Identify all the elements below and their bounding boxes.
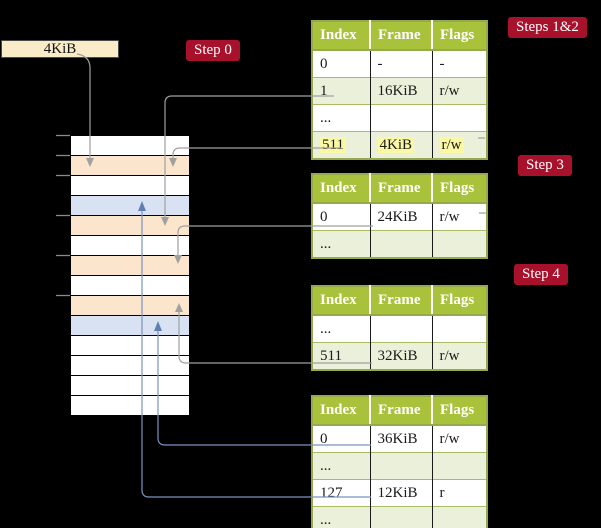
badge-steps-1-2: Steps 1&2 xyxy=(508,17,587,38)
memory-frame-row xyxy=(71,335,189,355)
table-cell: 12KiB xyxy=(369,479,432,507)
table-cell xyxy=(431,104,487,132)
table-cell: r/w xyxy=(431,77,487,105)
table-cell: r/w xyxy=(431,424,487,453)
column-header: Frame xyxy=(369,396,432,426)
table-cell: ... xyxy=(312,452,370,480)
badge-step-3: Step 3 xyxy=(518,155,572,176)
table-cell: 511 xyxy=(312,342,370,370)
table-cell: 0 xyxy=(312,424,370,453)
column-header: Frame xyxy=(369,174,432,204)
memory-frame-row xyxy=(71,175,189,195)
column-header: Flags xyxy=(431,21,487,51)
physical-memory-column xyxy=(70,135,190,416)
table-cell xyxy=(369,230,432,258)
column-header: Flags xyxy=(431,174,487,204)
table-cell: 0 xyxy=(312,202,370,231)
table-row: ... xyxy=(312,506,487,528)
table-cell: r/w xyxy=(431,131,487,159)
table-row: ... xyxy=(312,452,487,480)
table-cell: ... xyxy=(312,230,370,258)
column-header: Index xyxy=(312,174,370,204)
memory-frame-row xyxy=(71,215,189,235)
arrow-pte1-to-16kib xyxy=(164,95,334,217)
table-cell xyxy=(369,452,432,480)
table-cell: 511 xyxy=(312,131,370,159)
frame-4kib-box: 4KiB xyxy=(1,40,119,58)
column-header: Frame xyxy=(369,21,432,51)
table-cell: 4KiB xyxy=(369,131,432,159)
table-cell: 32KiB xyxy=(369,342,432,370)
table-cell: r xyxy=(431,479,487,507)
table-row: ... xyxy=(312,314,487,343)
memory-frame-row xyxy=(71,295,189,315)
highlighted-value: r/w xyxy=(439,136,464,153)
memory-frame-row xyxy=(71,155,189,175)
memory-frame-row xyxy=(71,275,189,295)
column-header: Index xyxy=(312,286,370,316)
table-cell: r/w xyxy=(431,202,487,231)
table-cell: 24KiB xyxy=(369,202,432,231)
table-cell: r/w xyxy=(431,342,487,370)
table-cell: ... xyxy=(312,314,370,343)
memory-frame-row xyxy=(71,355,189,375)
table-row: ... xyxy=(312,230,487,258)
memory-frame-row xyxy=(71,235,189,255)
table-cell xyxy=(431,506,487,528)
column-header: Flags xyxy=(431,286,487,316)
table-cell xyxy=(431,452,487,480)
table-cell xyxy=(369,104,432,132)
table-cell: - xyxy=(431,49,487,78)
column-header: Frame xyxy=(369,286,432,316)
table-cell: ... xyxy=(312,104,370,132)
badge-step-4: Step 4 xyxy=(514,264,568,285)
column-header: Flags xyxy=(431,396,487,426)
table-cell: 0 xyxy=(312,49,370,78)
table-cell xyxy=(369,314,432,343)
table-cell xyxy=(431,314,487,343)
memory-frame-row xyxy=(71,315,189,335)
memory-frame-row xyxy=(71,195,189,215)
highlighted-value: 4KiB xyxy=(377,136,415,153)
table-cell: 16KiB xyxy=(369,77,432,105)
table-row: ... xyxy=(312,104,487,132)
memory-frame-row xyxy=(71,136,189,155)
badge-step-0: Step 0 xyxy=(186,40,240,61)
memory-frame-row xyxy=(71,375,189,395)
table-cell: 127 xyxy=(312,479,370,507)
table-cell xyxy=(431,230,487,258)
column-header: Index xyxy=(312,21,370,51)
memory-frame-row xyxy=(71,395,189,415)
table-cell: - xyxy=(369,49,432,78)
highlighted-value: 511 xyxy=(320,136,346,153)
memory-ticks xyxy=(56,134,70,297)
table-cell: 1 xyxy=(312,77,370,105)
column-header: Index xyxy=(312,396,370,426)
table-cell: 36KiB xyxy=(369,424,432,453)
table-cell: ... xyxy=(312,506,370,528)
table-cell xyxy=(369,506,432,528)
table-row: 0-- xyxy=(312,49,487,78)
memory-frame-row xyxy=(71,255,189,275)
table-row: 511 4KiB r/w xyxy=(312,131,487,159)
